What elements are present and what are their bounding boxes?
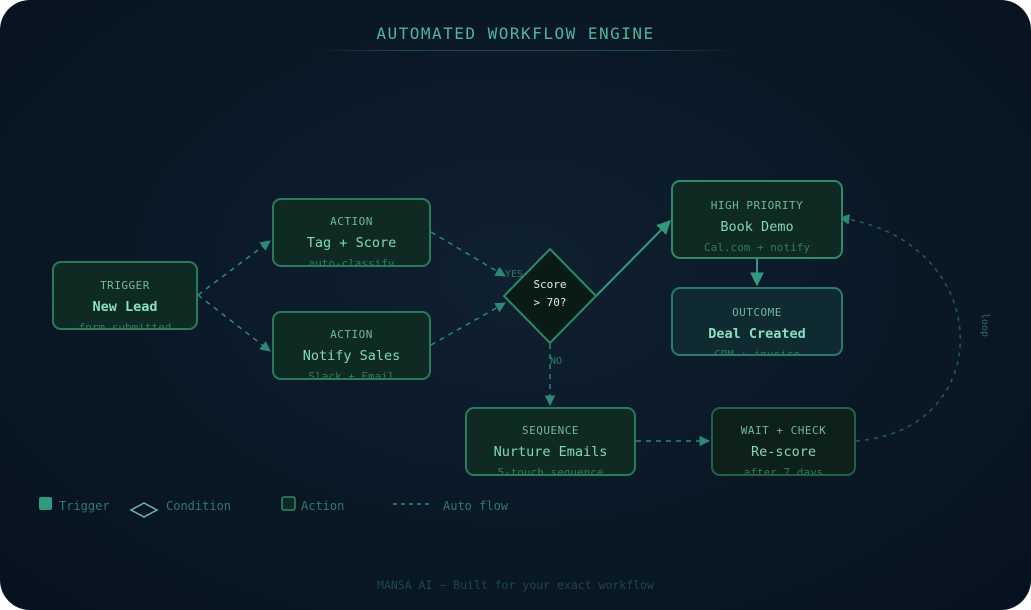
condition-line-1: Score [533,278,567,291]
edge-trigger-to-notify [197,294,271,352]
condition-line-2: > 70? [533,296,567,309]
node-subtitle: auto-classify [308,257,395,267]
edge-condition-yes-to-book-demo [595,220,671,297]
node-kind: OUTCOME [732,306,782,319]
outcome-node[interactable]: OUTCOME Deal Created CRM + invoice [671,287,843,356]
legend-action-swatch [281,496,296,511]
legend-condition-label: Condition [166,499,232,513]
edge-label-no: NO [550,356,563,367]
high-priority-node[interactable]: HIGH PRIORITY Book Demo Cal.com + notify [671,180,843,259]
node-subtitle: Slack + Email [308,370,395,380]
legend-action-label: Action [301,499,345,513]
node-subtitle: CRM + invoice [713,348,801,356]
condition-diamond [502,247,598,345]
edge-tag-score-to-condition [430,231,506,277]
sequence-node[interactable]: SEQUENCE Nurture Emails 5-touch sequence [465,407,636,476]
edge-trigger-to-tag-score [197,240,271,296]
node-kind: WAIT + CHECK [740,424,827,437]
action-node-notify-sales[interactable]: ACTION Notify Sales Slack + Email [272,311,431,380]
node-name: Deal Created [708,326,806,342]
edge-loop-back [838,214,962,442]
legend-trigger-label: Trigger [59,499,110,513]
edge-notify-to-condition [430,302,506,346]
node-name: Nurture Emails [493,444,608,460]
node-kind: SEQUENCE [522,424,579,437]
legend-trigger-swatch [39,497,52,510]
trigger-node[interactable]: TRIGGER New Lead form submitted [52,261,198,330]
action-node-tag-score[interactable]: ACTION Tag + Score auto-classify [272,198,431,267]
edge-label-yes: YES [505,269,524,280]
node-kind: HIGH PRIORITY [710,199,804,212]
node-subtitle: Cal.com + notify [704,241,810,254]
node-name: Notify Sales [302,348,401,364]
node-name: Re-score [750,444,817,460]
footer-text: MANSA AI — Built for your exact workflow [377,578,654,592]
condition-label: Score > 70? [520,278,580,309]
node-subtitle: after 7 days [743,466,824,476]
node-kind: ACTION [330,215,373,228]
node-name: Tag + Score [306,235,397,251]
node-name: Book Demo [720,219,794,235]
title-divider [315,50,735,51]
node-kind: TRIGGER [100,279,150,292]
node-name: New Lead [92,299,158,315]
node-kind: ACTION [330,328,373,341]
legend-auto-flow-label: Auto flow [443,499,509,513]
diagram-title: AUTOMATED WORKFLOW ENGINE [376,24,655,43]
legend-condition-swatch [129,502,159,518]
wait-check-node[interactable]: WAIT + CHECK Re-score after 7 days [711,407,856,476]
node-subtitle: form submitted [78,321,172,330]
node-subtitle: 5-touch sequence [497,466,604,476]
edge-label-loop: loop [979,313,990,338]
